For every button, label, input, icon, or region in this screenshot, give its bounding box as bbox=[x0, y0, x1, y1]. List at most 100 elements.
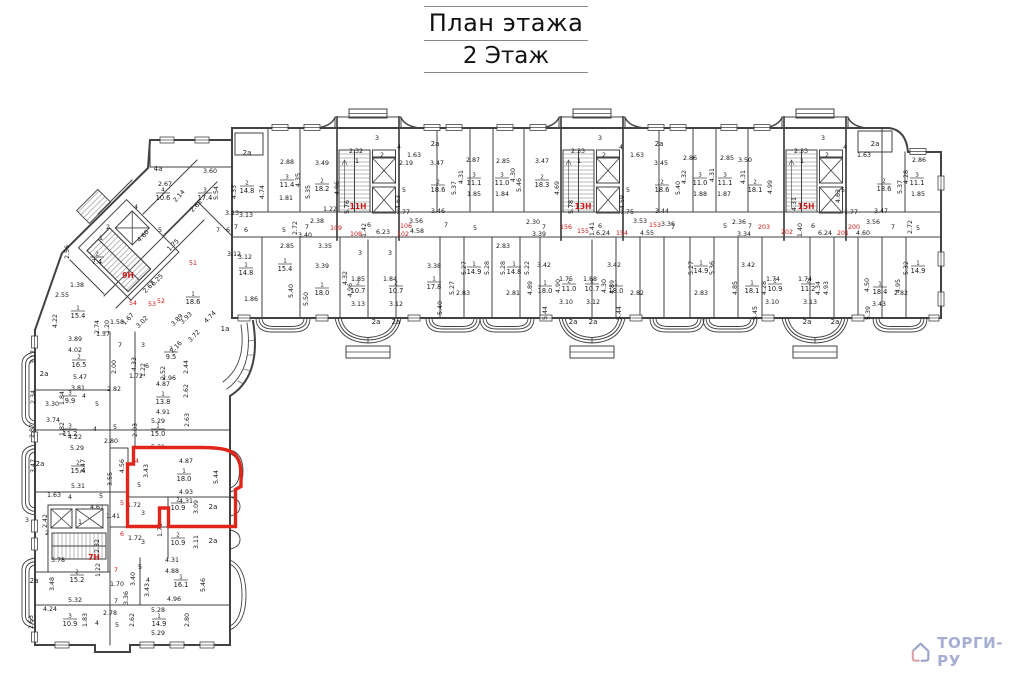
svg-text:2.81: 2.81 bbox=[506, 290, 520, 297]
unit-number-label: 202 bbox=[781, 229, 793, 236]
svg-text:15.4: 15.4 bbox=[278, 265, 293, 273]
svg-text:2.63: 2.63 bbox=[28, 615, 35, 629]
dimension-label: 3.89 bbox=[68, 336, 82, 343]
svg-text:3.36: 3.36 bbox=[661, 221, 675, 228]
svg-text:3.13: 3.13 bbox=[225, 210, 239, 217]
svg-text:4.59: 4.59 bbox=[619, 195, 626, 209]
curved-balcony-pair bbox=[334, 317, 402, 344]
svg-text:15.0: 15.0 bbox=[151, 430, 166, 438]
svg-text:2.56: 2.56 bbox=[64, 245, 71, 259]
svg-text:4.31: 4.31 bbox=[791, 197, 798, 211]
unit-number-label: 5 bbox=[120, 500, 124, 507]
svg-text:4.74: 4.74 bbox=[203, 310, 218, 325]
svg-text:2.85: 2.85 bbox=[720, 155, 734, 162]
svg-text:5.46: 5.46 bbox=[516, 178, 523, 192]
dimension-label: 4.89 bbox=[527, 281, 534, 295]
bottom-stair-core bbox=[47, 504, 109, 573]
svg-text:4.88: 4.88 bbox=[165, 568, 179, 575]
svg-text:4.35: 4.35 bbox=[295, 173, 302, 187]
svg-text:4.31: 4.31 bbox=[165, 557, 179, 564]
svg-text:3.50: 3.50 bbox=[738, 157, 752, 164]
elevator-shaft bbox=[50, 508, 73, 529]
svg-text:3.49: 3.49 bbox=[315, 160, 329, 167]
svg-text:1: 1 bbox=[182, 469, 186, 475]
svg-text:4.99: 4.99 bbox=[767, 180, 774, 194]
dimension-label: 2.62 bbox=[183, 384, 190, 398]
svg-text:6: 6 bbox=[367, 222, 371, 229]
svg-text:3.12: 3.12 bbox=[389, 301, 403, 308]
dimension-label: 1.41 bbox=[106, 513, 120, 520]
svg-text:3.42: 3.42 bbox=[741, 262, 755, 269]
svg-text:3.89: 3.89 bbox=[68, 336, 82, 343]
dimension-label: 1.85 bbox=[351, 276, 365, 283]
dimension-label: 7 bbox=[305, 224, 309, 231]
dimension-label: 1.63 bbox=[630, 152, 644, 159]
room-area-label: 215.2 bbox=[70, 570, 85, 585]
svg-text:202: 202 bbox=[781, 229, 793, 236]
dimension-label: 2.33 bbox=[794, 148, 808, 155]
svg-text:4.96: 4.96 bbox=[167, 596, 181, 603]
dimension-label: 2.34 bbox=[30, 390, 37, 404]
dimension-label: 1.20 bbox=[104, 320, 111, 334]
svg-text:6: 6 bbox=[226, 227, 230, 234]
svg-text:2: 2 bbox=[77, 355, 81, 361]
dimension-label: 4.89 bbox=[609, 280, 616, 294]
dimension-label: 5.54 bbox=[213, 186, 220, 200]
svg-text:5: 5 bbox=[95, 401, 99, 408]
dimension-label: 1.77 bbox=[844, 209, 858, 216]
svg-text:3.43: 3.43 bbox=[143, 464, 150, 478]
svg-text:4.96: 4.96 bbox=[347, 283, 354, 297]
diagonal-stair-core bbox=[77, 198, 180, 301]
dimension-label: 4.56 bbox=[119, 459, 126, 473]
svg-text:1: 1 bbox=[78, 519, 82, 526]
svg-text:3.56: 3.56 bbox=[866, 219, 880, 226]
diagonal-partitions bbox=[69, 159, 233, 309]
dimension-label: 4 bbox=[397, 144, 401, 151]
svg-text:1.41: 1.41 bbox=[106, 513, 120, 520]
svg-text:4.90: 4.90 bbox=[555, 279, 562, 293]
svg-text:7: 7 bbox=[234, 224, 238, 231]
dimension-label: 2.85 bbox=[720, 155, 734, 162]
dimension-label: 1.74 bbox=[798, 276, 812, 283]
dimension-label: 2.83 bbox=[456, 290, 470, 297]
dimension-label: 2.83 bbox=[496, 243, 510, 250]
dimension-label: 1 bbox=[800, 158, 804, 165]
svg-text:1.84: 1.84 bbox=[383, 276, 397, 283]
dimension-label: 5.32 bbox=[68, 597, 82, 604]
dimension-label: 4.28 bbox=[761, 281, 768, 295]
svg-text:2: 2 bbox=[245, 181, 249, 187]
svg-text:1: 1 bbox=[156, 424, 160, 430]
unit-number-label: 54 bbox=[129, 300, 137, 307]
svg-text:1.63: 1.63 bbox=[407, 152, 421, 159]
svg-text:16.5: 16.5 bbox=[72, 361, 87, 369]
dimension-label: 2.19 bbox=[399, 160, 413, 167]
room-area-label: 218.2 bbox=[315, 179, 330, 194]
svg-text:108: 108 bbox=[350, 231, 362, 238]
svg-text:1.57: 1.57 bbox=[96, 331, 110, 338]
dimension-label: 4.33 bbox=[131, 357, 138, 371]
unit-number-label: 7Н bbox=[88, 553, 100, 562]
dimension-label: 4.63 bbox=[395, 195, 402, 209]
svg-text:3.13: 3.13 bbox=[239, 212, 253, 219]
svg-text:1: 1 bbox=[320, 283, 324, 289]
svg-text:18.6: 18.6 bbox=[186, 298, 201, 306]
diagonal-edge-balcony bbox=[75, 188, 112, 225]
room-area-label: 218.6 bbox=[431, 180, 446, 195]
dimension-label: 2.62 bbox=[129, 613, 136, 627]
svg-text:18.0: 18.0 bbox=[538, 287, 553, 295]
svg-text:4.93: 4.93 bbox=[179, 489, 193, 496]
svg-text:1: 1 bbox=[800, 158, 804, 165]
svg-text:14.9: 14.9 bbox=[152, 620, 167, 628]
svg-text:4.32: 4.32 bbox=[342, 271, 349, 285]
dimension-label: 2.67 bbox=[158, 181, 172, 188]
dimension-label: 2.33 bbox=[571, 148, 585, 155]
svg-text:7: 7 bbox=[444, 222, 448, 229]
dimension-label: 2.14 bbox=[172, 189, 187, 204]
svg-text:2.32: 2.32 bbox=[94, 539, 101, 553]
elevator-shaft bbox=[114, 210, 150, 246]
dimension-label: 3.02 bbox=[135, 315, 150, 330]
svg-text:5.44: 5.44 bbox=[213, 470, 220, 484]
dimension-label: 1 bbox=[355, 158, 359, 165]
title-rule-mid bbox=[424, 40, 588, 41]
svg-text:1: 1 bbox=[750, 281, 754, 287]
